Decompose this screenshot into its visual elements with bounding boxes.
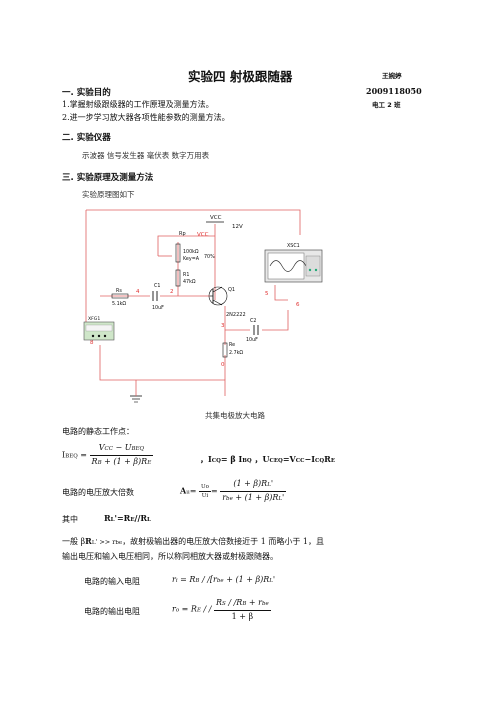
section-3-intro: 实验原理图如下 <box>82 190 135 199</box>
page-title: 实验四 射极跟随器 <box>188 69 293 84</box>
rp-key: Key=A <box>183 256 200 262</box>
section-1-title: 一. 实验目的 <box>62 88 111 98</box>
section-1-item-1: 1.掌握射级跟级器的工作原理及测量方法。 <box>62 100 214 109</box>
formula-ro: ro = RE / / RS / /RB + rbe 1 + β <box>172 598 271 621</box>
re-value: 2.7kΩ <box>229 350 243 356</box>
rp-percent: 70% <box>204 254 215 260</box>
section-2-title: 二. 实验仪器 <box>62 133 111 143</box>
node-3: 3 <box>221 323 225 329</box>
r1-resistor <box>175 269 181 287</box>
wire-top-loop <box>86 209 301 235</box>
rs-value: 5.1kΩ <box>112 301 126 307</box>
voltage-gain-label: 电路的电压放大倍数 <box>62 488 134 497</box>
node-5: 5 <box>265 291 269 297</box>
c1-value: 10uF <box>152 305 164 311</box>
c2-label: C2 <box>250 318 256 324</box>
q1-label: Q1 <box>228 287 235 293</box>
section-3-title: 三. 实验原理及测量方法 <box>62 173 154 183</box>
general-line-2: 输出电压和输入电压相同，所以称同相放大器或射极跟随器。 <box>62 552 278 561</box>
node-4: 4 <box>136 289 140 295</box>
section-1-item-2: 2.进一步学习放大器各项性能参数的测量方法。 <box>62 113 230 122</box>
student-id: 2009118050 <box>366 86 422 96</box>
formula-ibeq: IBEQ = VCC − UBEQ RB + (1 + β)RE <box>62 443 154 466</box>
where-label: 其中 <box>62 515 78 524</box>
rp-vcc-label: VCC <box>197 232 209 238</box>
wire-rp-loop <box>157 235 178 256</box>
formula-rl: RL'=RE//RL <box>104 513 151 523</box>
node-8: 8 <box>90 340 94 346</box>
r1-value: 47kΩ <box>183 279 196 285</box>
static-point-label: 电路的静态工作点： <box>62 427 134 436</box>
vcc-value: 12V <box>232 224 243 230</box>
c1-label: C1 <box>154 283 160 289</box>
transistor-symbol <box>208 286 228 306</box>
formula-ri: ri = RB / /[rbe + (1 + β)RL' <box>172 575 276 584</box>
author-name: 王婉婷 <box>382 72 402 80</box>
vcc-label: VCC <box>210 215 222 221</box>
general-line-1: 一般 βRL' >> rbe，故射极输出器的电压放大倍数接近于 1 而略小于 1… <box>62 536 324 546</box>
class-name: 电工 2 班 <box>372 101 401 109</box>
q1-model: 2N2222 <box>226 312 246 318</box>
c2-value: 10uF <box>246 337 258 343</box>
re-resistor <box>222 342 228 358</box>
re-label: Re <box>229 342 235 348</box>
circuit-caption: 共集电极放大电路 <box>205 411 265 420</box>
formula-icq-uceq: ，ICQ= β IBQ ，UCEQ=VCC−ICQRE <box>200 454 336 464</box>
xfg1-label: XFG1 <box>88 316 100 322</box>
xsc1-label: XSC1 <box>287 243 300 249</box>
node-6: 6 <box>296 302 300 308</box>
node-0: 0 <box>221 362 225 368</box>
section-2-items: 示波器 信号发生器 毫伏表 数字万用表 <box>82 151 210 160</box>
rp-resistor <box>175 243 181 263</box>
output-resistance-label: 电路的输出电阻 <box>84 607 140 616</box>
formula-au: Au= Uo Ui = (1 + β)RL' rbe + (1 + β)RL' <box>180 479 287 502</box>
input-resistance-label: 电路的输入电阻 <box>84 577 140 586</box>
rs-resistor <box>111 293 129 299</box>
node-2: 2 <box>170 289 174 295</box>
rp-value: 100kΩ <box>183 249 199 255</box>
rs-label: Rs <box>116 288 122 294</box>
r1-label: R1 <box>183 272 189 278</box>
rp-label: Rp <box>179 231 186 237</box>
